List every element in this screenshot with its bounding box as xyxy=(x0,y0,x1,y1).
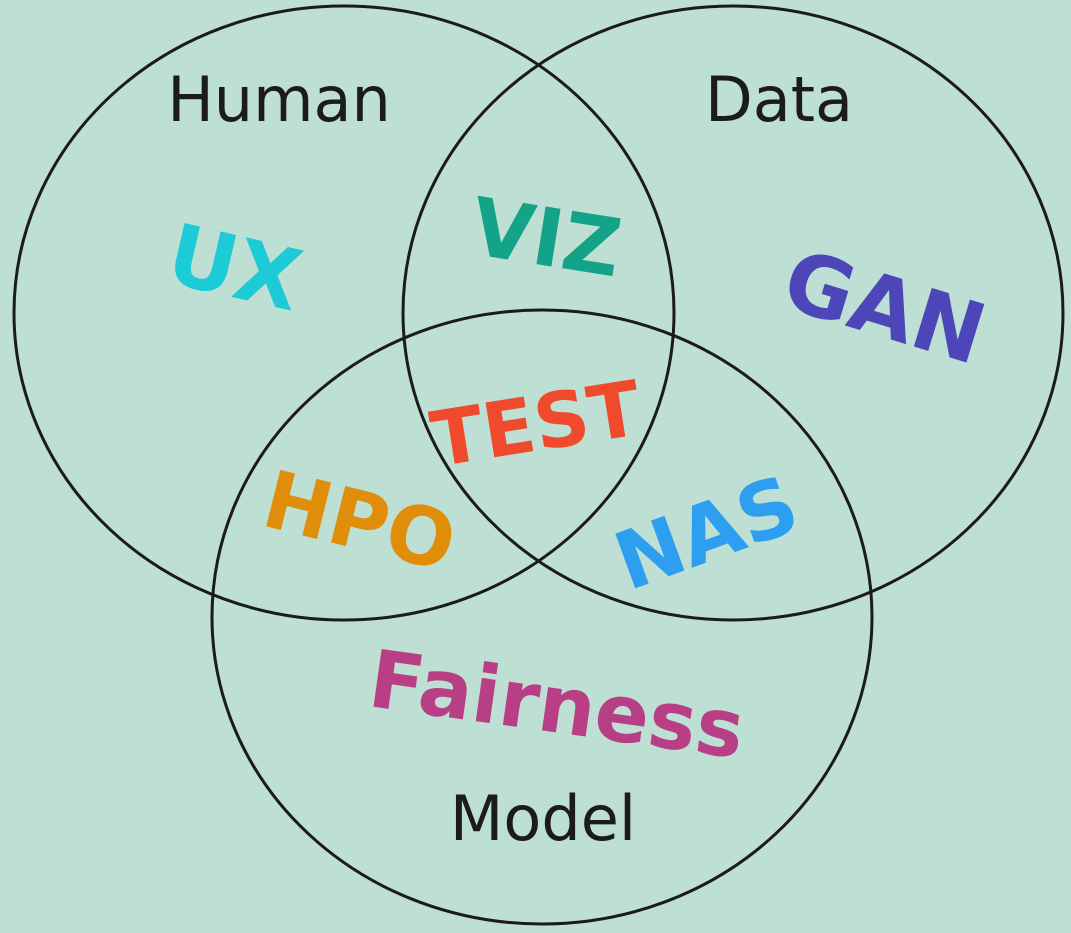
region-label-test: TEST xyxy=(425,363,647,484)
human-circle xyxy=(12,4,676,622)
region-label-fairness: Fairness xyxy=(364,632,751,777)
data-circle xyxy=(401,4,1065,622)
set-label-human: Human xyxy=(167,63,391,136)
region-label-hpo: HPO xyxy=(254,453,464,590)
region-label-ux: UX xyxy=(159,205,311,330)
region-label-gan: GAN xyxy=(772,231,996,384)
set-label-model: Model xyxy=(450,782,636,855)
set-label-data: Data xyxy=(705,63,853,136)
model-circle xyxy=(210,308,874,926)
region-label-nas: NAS xyxy=(603,458,810,609)
region-label-viz: VIZ xyxy=(465,180,627,295)
